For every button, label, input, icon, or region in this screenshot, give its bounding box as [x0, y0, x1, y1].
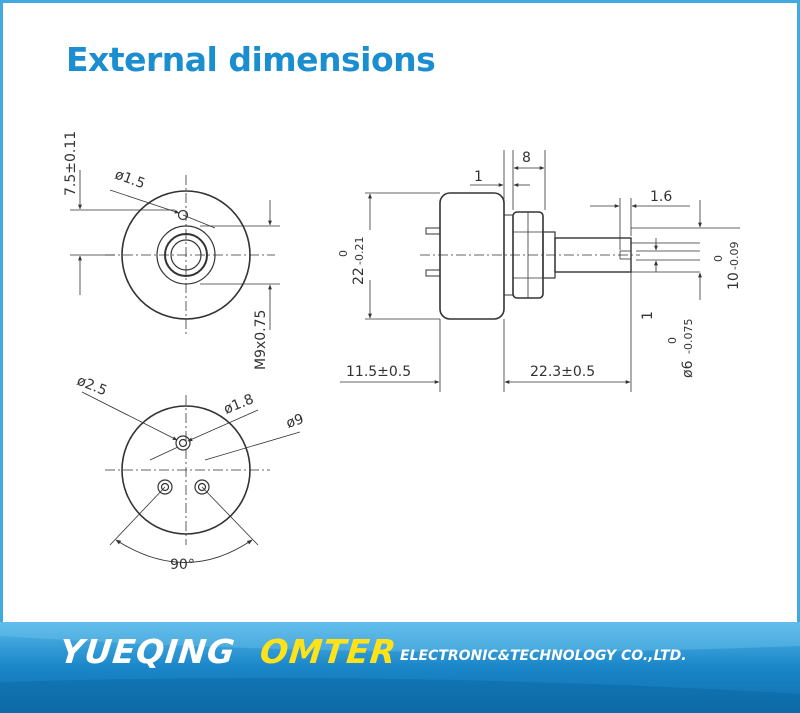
- company-banner: YUEQING OMTER ELECTRONIC&TECHNOLOGY CO.,…: [0, 622, 800, 713]
- side-body-dia-lower: -0.21: [353, 237, 366, 265]
- side-body-dia-upper: 0: [337, 250, 350, 257]
- rear-angle-label: 90°: [170, 557, 195, 573]
- side-shaft-len-main: 10: [726, 272, 742, 290]
- side-shaft-len-group: 10 0 -0.09: [712, 242, 742, 290]
- front-hole-label: ø1.5: [113, 167, 147, 193]
- side-pin-bottom: [425, 269, 441, 277]
- side-dim-1-label: 1: [474, 169, 483, 185]
- rear-hole-dia-label: ø1.8: [222, 391, 257, 417]
- rear-right-pin-inner: [197, 482, 207, 492]
- front-view: [70, 170, 280, 335]
- rear-top-pin-inner: [178, 438, 188, 448]
- front-locating-hole: [177, 209, 189, 221]
- side-body-dia-group: 22 0 -0.21: [337, 237, 367, 285]
- side-body: [439, 192, 505, 320]
- page-title: External dimensions: [66, 40, 436, 79]
- front-height-label: 7.5±0.11: [63, 131, 79, 196]
- side-view: [340, 150, 740, 392]
- side-left-len-label: 11.5±0.5: [346, 364, 411, 380]
- side-body-dia-main: 22: [351, 267, 367, 285]
- front-thread-label: M9x0.75: [253, 310, 269, 370]
- side-shaft-dia-main: ø6: [680, 360, 696, 378]
- rear-pcd-label: ø9: [284, 411, 306, 432]
- banner-company: YUEQING: [57, 632, 238, 671]
- rear-view: [81, 391, 301, 563]
- rear-right-pin-outer: [194, 479, 210, 495]
- side-slot-label: 1: [640, 311, 656, 320]
- rear-left-pin-outer: [157, 479, 173, 495]
- side-shaft-len-lower: -0.09: [728, 242, 741, 270]
- rear-top-pin-outer: [175, 435, 191, 451]
- banner-brand: OMTER: [258, 632, 399, 671]
- rear-left-pin-inner: [160, 482, 170, 492]
- side-shaft-dia-group: ø6 0 -0.075: [666, 319, 696, 378]
- side-right-len-label: 22.3±0.5: [530, 364, 595, 380]
- side-dim-8-label: 8: [522, 150, 531, 166]
- side-pin-top: [425, 227, 441, 235]
- banner-tagline: ELECTRONIC&TECHNOLOGY CO.,LTD.: [400, 648, 687, 664]
- side-shaft-len-upper: 0: [712, 255, 725, 262]
- banner-company-name: YUEQING OMTER: [58, 632, 399, 671]
- side-shaft-dia-upper: 0: [666, 337, 679, 344]
- rear-pin-dia-label: ø2.5: [75, 373, 110, 399]
- side-dim-flat-label: 1.6: [650, 189, 672, 205]
- side-shaft-dia-lower: -0.075: [682, 319, 695, 354]
- banner-background: [0, 622, 800, 713]
